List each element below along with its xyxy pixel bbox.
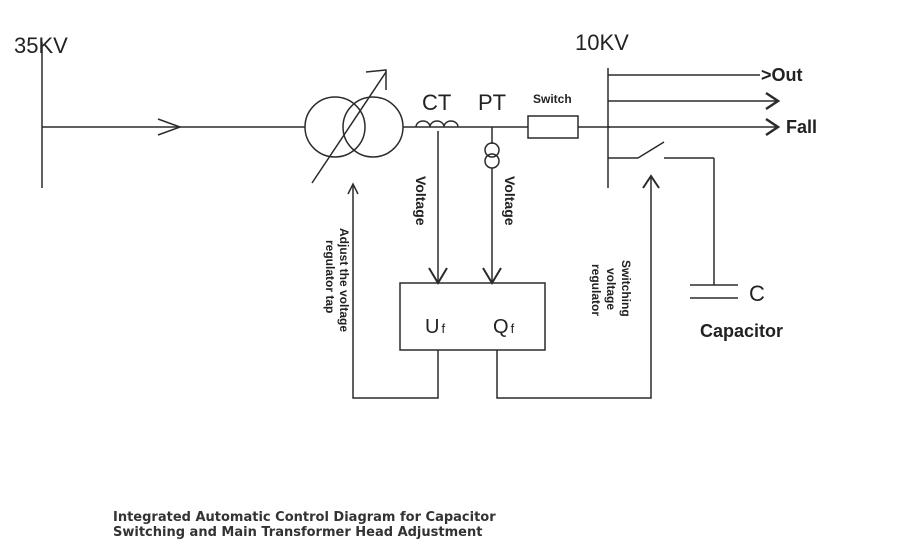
label-switching-line2: voltage bbox=[604, 268, 618, 310]
label-switching-line1: Switching bbox=[619, 260, 633, 317]
switch-box bbox=[527, 115, 579, 139]
label-ct: CT bbox=[422, 90, 451, 115]
ct-signal-arrowhead bbox=[428, 267, 448, 285]
label-switching-line3: regulator bbox=[589, 264, 603, 316]
pt-coil-bottom bbox=[484, 153, 500, 169]
pt-signal-arrowhead bbox=[482, 267, 502, 285]
label-capacitor: Capacitor bbox=[700, 321, 783, 341]
tap-feedback-arrowhead bbox=[347, 182, 359, 195]
tap-feedback-line bbox=[352, 186, 439, 399]
ct-coil bbox=[415, 120, 459, 128]
label-fall: Fall bbox=[786, 117, 817, 137]
tap-changer-arrow bbox=[311, 71, 387, 184]
label-out: >Out bbox=[761, 65, 803, 85]
pt-coil-top bbox=[484, 142, 500, 158]
label-pt: PT bbox=[478, 90, 506, 115]
label-10kv: 10KV bbox=[575, 30, 629, 55]
switch-feedback-arrowhead bbox=[642, 174, 660, 189]
caption-line-2: Switching and Main Transformer Head Adju… bbox=[113, 525, 483, 540]
tap-changer-arrowhead bbox=[365, 69, 387, 90]
transformer-primary-coil bbox=[304, 96, 366, 158]
label-switch: Switch bbox=[533, 92, 572, 106]
label-35kv: 35KV bbox=[14, 33, 68, 58]
transformer-secondary-coil bbox=[342, 96, 404, 158]
incoming-arrow bbox=[157, 118, 183, 136]
diagram-caption: Integrated Automatic Control Diagram for… bbox=[113, 510, 633, 540]
label-pt-voltage: Voltage bbox=[502, 176, 518, 226]
cap-switch-blade bbox=[637, 141, 665, 159]
label-capacitor-symbol: C bbox=[749, 281, 765, 306]
label-adjust-tap-line1: Adjust the voltage bbox=[337, 228, 351, 332]
label-ct-voltage: Voltage bbox=[413, 176, 429, 226]
controller-box bbox=[399, 282, 546, 351]
switch-feedback-line bbox=[496, 176, 652, 399]
caption-line-1: Integrated Automatic Control Diagram for… bbox=[113, 510, 496, 525]
label-adjust-tap-line2: regulator tap bbox=[323, 240, 337, 313]
out-arrow-3 bbox=[765, 117, 781, 137]
out-arrow-2 bbox=[765, 91, 781, 111]
